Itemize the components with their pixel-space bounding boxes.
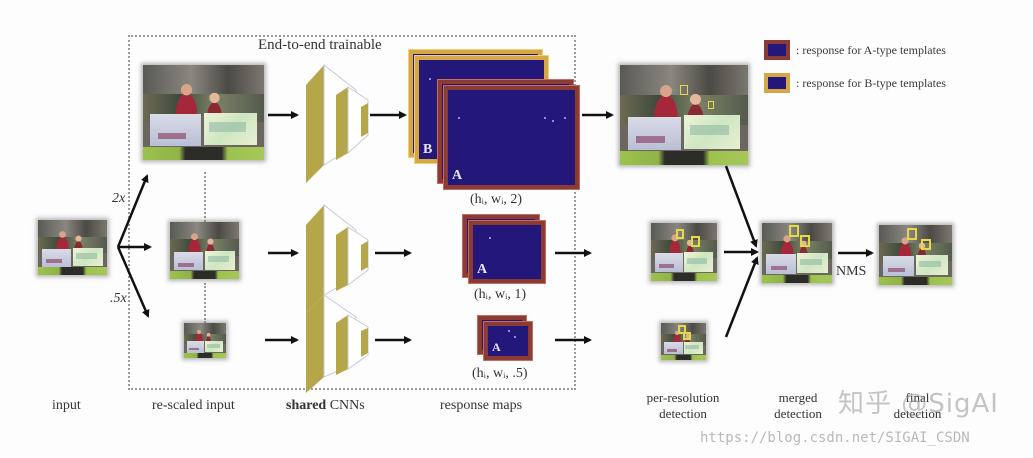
legend-text-b-type: : response for B-type templates: [796, 76, 946, 90]
response-map-letter: A: [492, 340, 501, 354]
final-detection-image: [879, 225, 952, 285]
stage-label-rescaled-input: re-scaled input: [152, 398, 235, 413]
label-line: detection: [893, 406, 942, 421]
arrow-half: [116, 246, 150, 318]
input-image: [38, 220, 107, 275]
label-line: final: [905, 390, 930, 405]
response-map-letter: A: [477, 262, 488, 277]
stage-label-per-resolution: per-resolution detection: [628, 390, 738, 422]
box-title: End-to-end trainable: [258, 37, 382, 53]
stage-label-response-maps: response maps: [440, 398, 523, 413]
response-map-a-half: A: [484, 322, 532, 360]
stage-label-merged: merged detection: [763, 390, 833, 422]
legend-text-a-type: : response for A-type templates: [796, 43, 946, 57]
response-dims-1x: (hᵢ, wᵢ, 1): [474, 287, 527, 302]
response-dims-2x: (hᵢ, wᵢ, 2): [470, 192, 523, 207]
response-map-a-1x: A: [469, 221, 545, 283]
arrow-dethalf-merged: [724, 256, 759, 338]
legend-swatch-b-type: [764, 73, 790, 93]
label-line: detection: [659, 406, 707, 421]
end-to-end-trainable-region: [128, 35, 576, 390]
detection-image-1x: [651, 223, 717, 281]
shared-bold-word: shared: [286, 398, 327, 413]
watermark-url: https://blog.csdn.net/SIGAI_CSDN: [700, 430, 970, 446]
response-map-letter: B: [423, 142, 433, 157]
label-line: merged: [778, 390, 818, 405]
detection-image-2x: [620, 65, 748, 165]
arrow-det2x-merged: [724, 165, 758, 248]
legend-swatch-a-type: [764, 40, 790, 60]
rescaled-input-2x: [143, 65, 264, 160]
rescaled-input-1x: [170, 222, 239, 279]
arrow-2x: [116, 174, 149, 248]
merged-detection-image: [762, 223, 832, 283]
label-line: per-resolution: [646, 390, 720, 405]
response-map-letter: A: [452, 168, 463, 183]
label-line: detection: [774, 406, 822, 421]
response-dims-half: (hᵢ, wᵢ, .5): [472, 366, 528, 381]
detection-image-half: [661, 323, 706, 360]
shared-cnn-2: [306, 203, 369, 313]
rescaled-input-half: [184, 323, 226, 358]
shared-cnn-3: [306, 294, 369, 393]
rescale-connector-top: [204, 172, 206, 222]
scale-label-half: .5x: [110, 291, 127, 306]
watermark-zhihu: 知乎 @SigAI: [838, 389, 999, 419]
rescale-connector-bottom: [204, 283, 206, 323]
shared-cnn-1: [306, 63, 369, 183]
stage-label-final: final detection: [880, 390, 955, 422]
nms-label: NMS: [836, 264, 867, 279]
scale-label-2x: 2x: [112, 191, 126, 206]
response-map-a: A: [444, 86, 579, 189]
stage-label-shared-cnns: shared CNNs: [286, 398, 365, 414]
cnns-word: CNNs: [326, 398, 365, 413]
stage-label-input: input: [52, 398, 81, 413]
